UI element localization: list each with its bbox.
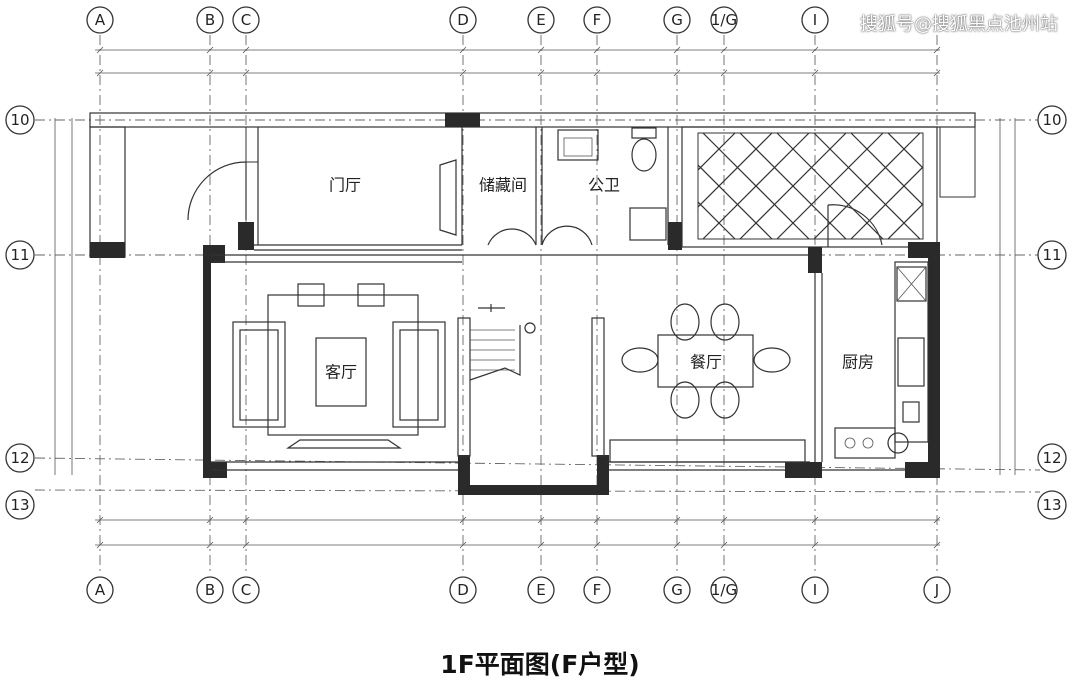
axis-marker-left-12: 12	[5, 443, 35, 473]
axis-marker-left-13: 13	[5, 490, 35, 520]
walls	[89, 112, 976, 495]
horizontal-axis-lines	[34, 119, 1041, 493]
axis-marker-bottom-5: F	[583, 576, 611, 604]
svg-text:E: E	[536, 11, 545, 29]
svg-text:D: D	[457, 581, 469, 599]
room-label-foyer: 门厅	[329, 176, 361, 195]
axis-marker-left-10: 10	[5, 105, 35, 135]
axis-marker-bottom-7: 1/G	[710, 576, 738, 604]
axis-marker-top-4: E	[527, 6, 555, 34]
living-room-furniture	[232, 283, 446, 449]
axis-marker-top-5: F	[583, 6, 611, 34]
axis-marker-top-1: B	[196, 6, 224, 34]
svg-text:E: E	[536, 581, 545, 599]
svg-text:11: 11	[1042, 246, 1061, 264]
svg-text:12: 12	[1042, 449, 1061, 467]
svg-text:G: G	[671, 581, 683, 599]
axis-marker-left-11: 11	[5, 240, 35, 270]
svg-text:B: B	[205, 581, 215, 599]
svg-text:1/G: 1/G	[711, 11, 737, 29]
axis-marker-bottom-1: B	[196, 576, 224, 604]
svg-text:10: 10	[1042, 111, 1061, 129]
axis-marker-bottom-0: A	[86, 576, 114, 604]
svg-text:C: C	[241, 11, 251, 29]
svg-text:12: 12	[10, 449, 29, 467]
kitchen-fixtures	[834, 261, 929, 459]
axis-marker-bottom-3: D	[449, 576, 477, 604]
floor-plan: AABBCCDDEEFFGG1/G1/GIIJ1010111112121313 …	[5, 6, 1067, 604]
staircase	[457, 304, 605, 457]
svg-text:C: C	[241, 581, 251, 599]
svg-text:J: J	[934, 581, 939, 599]
room-label-storage: 储藏间	[479, 176, 527, 195]
room-label-living: 客厅	[325, 363, 357, 382]
axis-marker-bottom-6: G	[663, 576, 691, 604]
axis-marker-right-10: 10	[1037, 105, 1067, 135]
svg-text:A: A	[95, 581, 106, 599]
svg-text:11: 11	[10, 246, 29, 264]
svg-text:13: 13	[1042, 496, 1061, 514]
axis-marker-top-6: G	[663, 6, 691, 34]
svg-text:B: B	[205, 11, 215, 29]
axis-marker-right-12: 12	[1037, 443, 1067, 473]
room-label-kitchen: 厨房	[842, 353, 874, 372]
axis-marker-top-7: 1/G	[710, 6, 738, 34]
axis-marker-top-8: I	[801, 6, 829, 34]
axis-marker-top-2: C	[232, 6, 260, 34]
dining-furniture	[609, 303, 806, 463]
room-label-bathroom: 公卫	[588, 176, 620, 195]
svg-text:F: F	[593, 581, 602, 599]
bathroom-fixtures	[557, 127, 667, 241]
axis-marker-bottom-2: C	[232, 576, 260, 604]
room-label-dining: 餐厅	[690, 353, 722, 372]
axis-marker-bottom-4: E	[527, 576, 555, 604]
svg-text:10: 10	[10, 111, 29, 129]
svg-text:I: I	[813, 581, 817, 599]
axis-marker-top-3: D	[449, 6, 477, 34]
axis-marker-right-11: 11	[1037, 240, 1067, 270]
axis-marker-top-0: A	[86, 6, 114, 34]
svg-text:G: G	[671, 11, 683, 29]
svg-text:D: D	[457, 11, 469, 29]
axis-marker-bottom-8: I	[801, 576, 829, 604]
svg-text:A: A	[95, 11, 106, 29]
svg-text:F: F	[593, 11, 602, 29]
watermark-text: 搜狐号@搜狐黑点池州站	[860, 14, 1058, 35]
svg-text:13: 13	[10, 496, 29, 514]
svg-text:I: I	[813, 11, 817, 29]
doors	[187, 161, 883, 247]
axis-marker-right-13: 13	[1037, 490, 1067, 520]
axis-marker-bottom-9: J	[923, 576, 951, 604]
plan-title: 1F平面图(F户型)	[440, 650, 640, 679]
svg-text:1/G: 1/G	[711, 581, 737, 599]
